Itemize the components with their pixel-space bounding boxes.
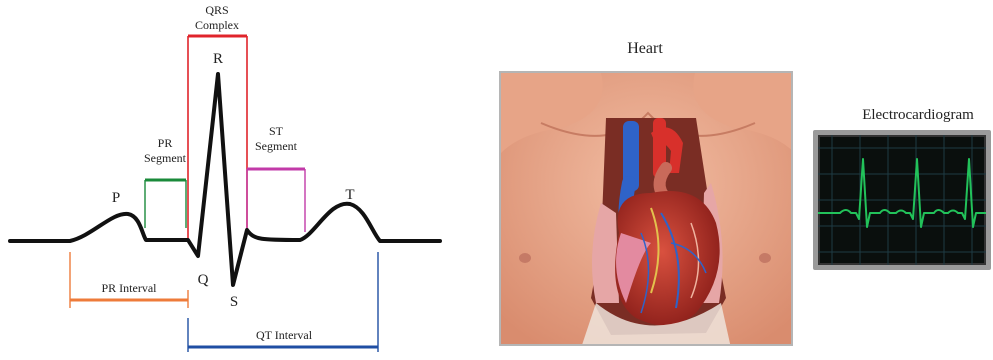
pr-interval-bracket (70, 252, 188, 308)
pr-segment-label-line2: Segment (144, 151, 187, 165)
monitor-grid (818, 135, 986, 265)
qrs-label-line2: Complex (195, 18, 239, 32)
pr-segment-label-line1: PR (158, 136, 173, 150)
pr-segment-bracket (145, 180, 186, 228)
ecg-monitor (813, 130, 991, 270)
q-point-label: Q (198, 272, 209, 288)
electrocardiogram-title: Electrocardiogram (838, 107, 993, 124)
qrs-label-line1: QRS (205, 3, 228, 17)
heart-illustration (499, 71, 793, 346)
pr-interval-label: PR Interval (102, 281, 158, 295)
t-wave-label: T (345, 187, 354, 203)
p-wave-label: P (112, 190, 120, 206)
monitor-ecg-trace (818, 159, 986, 227)
ecg-trace (10, 74, 440, 285)
heart-title: Heart (600, 40, 690, 58)
st-segment-label-line2: Segment (255, 139, 298, 153)
r-peak-label: R (213, 51, 223, 67)
s-point-label: S (230, 294, 238, 310)
qt-interval-label: QT Interval (256, 328, 313, 342)
st-segment-bracket (247, 169, 305, 232)
st-segment-label-line1: ST (269, 124, 284, 138)
